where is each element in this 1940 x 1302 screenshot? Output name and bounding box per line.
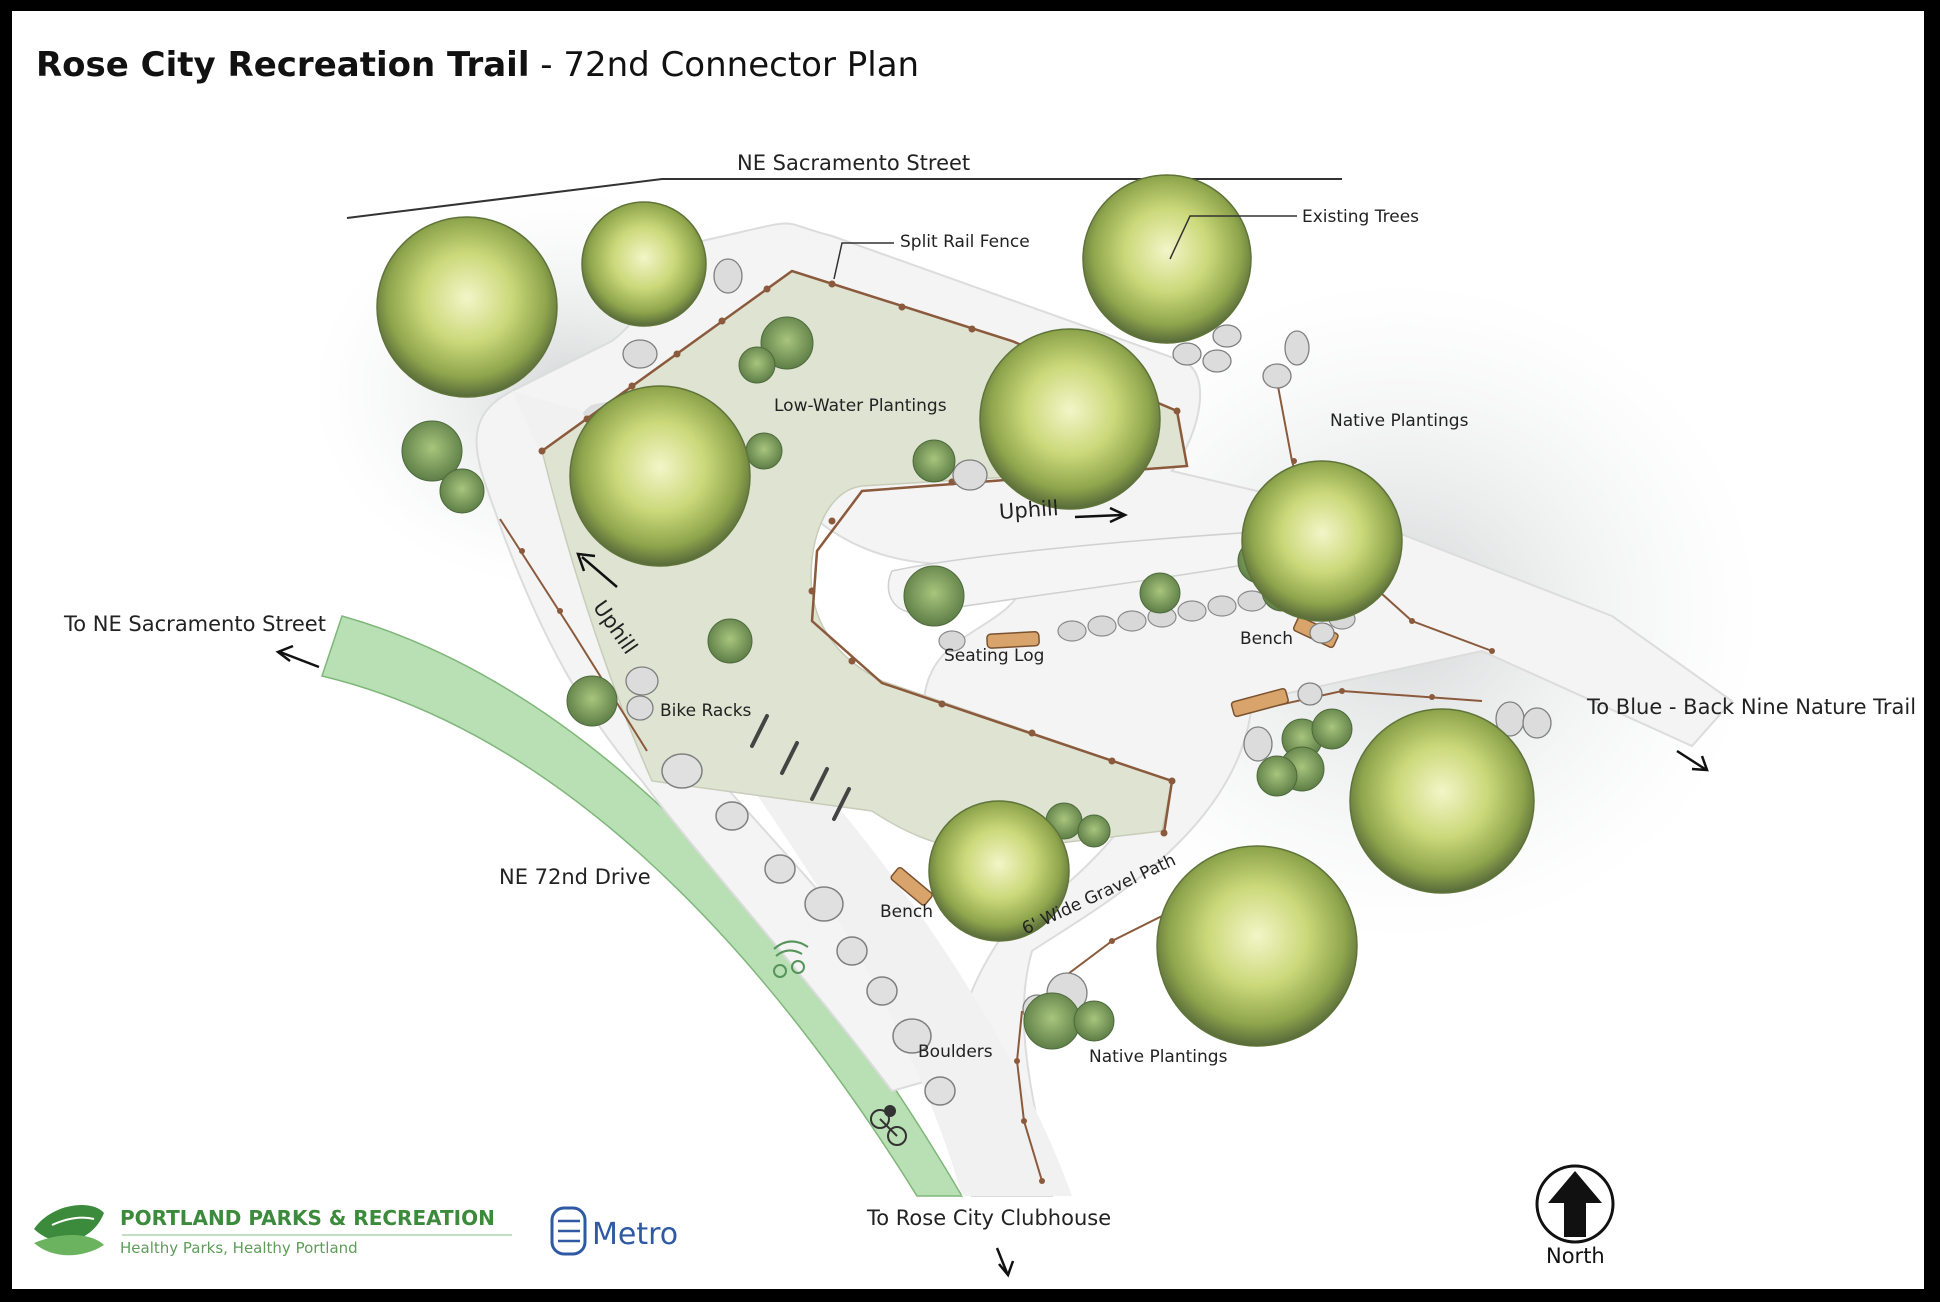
fence-lower-path bbox=[1015, 1010, 1043, 1182]
uphill-arrow-left bbox=[576, 552, 618, 588]
plan-frame: Rose City Recreation Trail - 72nd Connec… bbox=[12, 11, 1924, 1289]
gravel-path-network bbox=[475, 222, 1734, 1197]
arrow-to-blue-back-nine bbox=[1676, 749, 1709, 772]
ppr-name: PORTLAND PARKS & RECREATION bbox=[120, 1206, 495, 1230]
bench-middle-shape bbox=[1230, 687, 1289, 718]
bike-racks bbox=[750, 714, 851, 821]
drive-boulders bbox=[661, 753, 956, 1106]
to-blue-back-nine-label: To Blue - Back Nine Nature Trail bbox=[1587, 695, 1917, 719]
bench-lower-shape bbox=[890, 866, 933, 906]
title-subtitle: - 72nd Connector Plan bbox=[529, 45, 920, 85]
low-water-plantings-label: Low-Water Plantings bbox=[774, 396, 947, 416]
title-bold: Rose City Recreation Trail bbox=[36, 45, 530, 85]
scattered-boulders bbox=[622, 258, 1552, 1024]
ne-sacramento-street-label: NE Sacramento Street bbox=[737, 151, 971, 175]
fence-along-sidewalk bbox=[499, 518, 648, 752]
ppr-leaf-logo-icon bbox=[34, 1205, 104, 1256]
site-plan-map bbox=[34, 174, 1762, 1278]
to-ne-sacramento-label: To NE Sacramento Street bbox=[64, 612, 326, 636]
metro-logo-icon bbox=[550, 1206, 587, 1256]
north-label: North bbox=[1546, 1244, 1605, 1268]
bicycle-rider-icon bbox=[870, 1105, 907, 1146]
uphill-right-label: Uphill bbox=[998, 495, 1060, 525]
ppr-tagline: Healthy Parks, Healthy Portland bbox=[120, 1239, 358, 1257]
split-rail-fence-label: Split Rail Fence bbox=[900, 232, 1030, 252]
bench-right-label: Bench bbox=[1240, 629, 1294, 649]
arrow-to-ne-sacramento bbox=[275, 644, 320, 669]
split-rail-fence bbox=[541, 269, 1189, 834]
uphill-arrow-right bbox=[1074, 506, 1128, 524]
bike-racks-label: Bike Racks bbox=[660, 701, 752, 721]
bike-lane-stencil-icon bbox=[773, 940, 809, 978]
native-plantings-upper-label: Native Plantings bbox=[1330, 411, 1469, 431]
to-rose-city-clubhouse-label: To Rose City Clubhouse bbox=[867, 1206, 1112, 1230]
seating-log-label: Seating Log bbox=[944, 646, 1045, 666]
native-plantings-lower-label: Native Plantings bbox=[1089, 1047, 1228, 1067]
boulders-label: Boulders bbox=[918, 1042, 993, 1062]
metro-logo-text: Metro bbox=[592, 1217, 679, 1252]
ne-72nd-drive-label: NE 72nd Drive bbox=[499, 865, 651, 889]
arrow-to-clubhouse bbox=[995, 1247, 1015, 1278]
ne-sacramento-street-line bbox=[346, 178, 1342, 219]
existing-trees bbox=[376, 174, 1535, 1047]
north-arrow-icon bbox=[1535, 1164, 1615, 1244]
page-title: Rose City Recreation Trail - 72nd Connec… bbox=[36, 45, 919, 85]
bike-lane bbox=[321, 615, 964, 1197]
existing-trees-leader bbox=[1169, 215, 1297, 260]
seating-log bbox=[986, 631, 1040, 649]
existing-trees-label: Existing Trees bbox=[1302, 207, 1420, 227]
split-rail-fence-leader bbox=[833, 242, 894, 280]
bench-lower-label: Bench bbox=[880, 902, 934, 922]
